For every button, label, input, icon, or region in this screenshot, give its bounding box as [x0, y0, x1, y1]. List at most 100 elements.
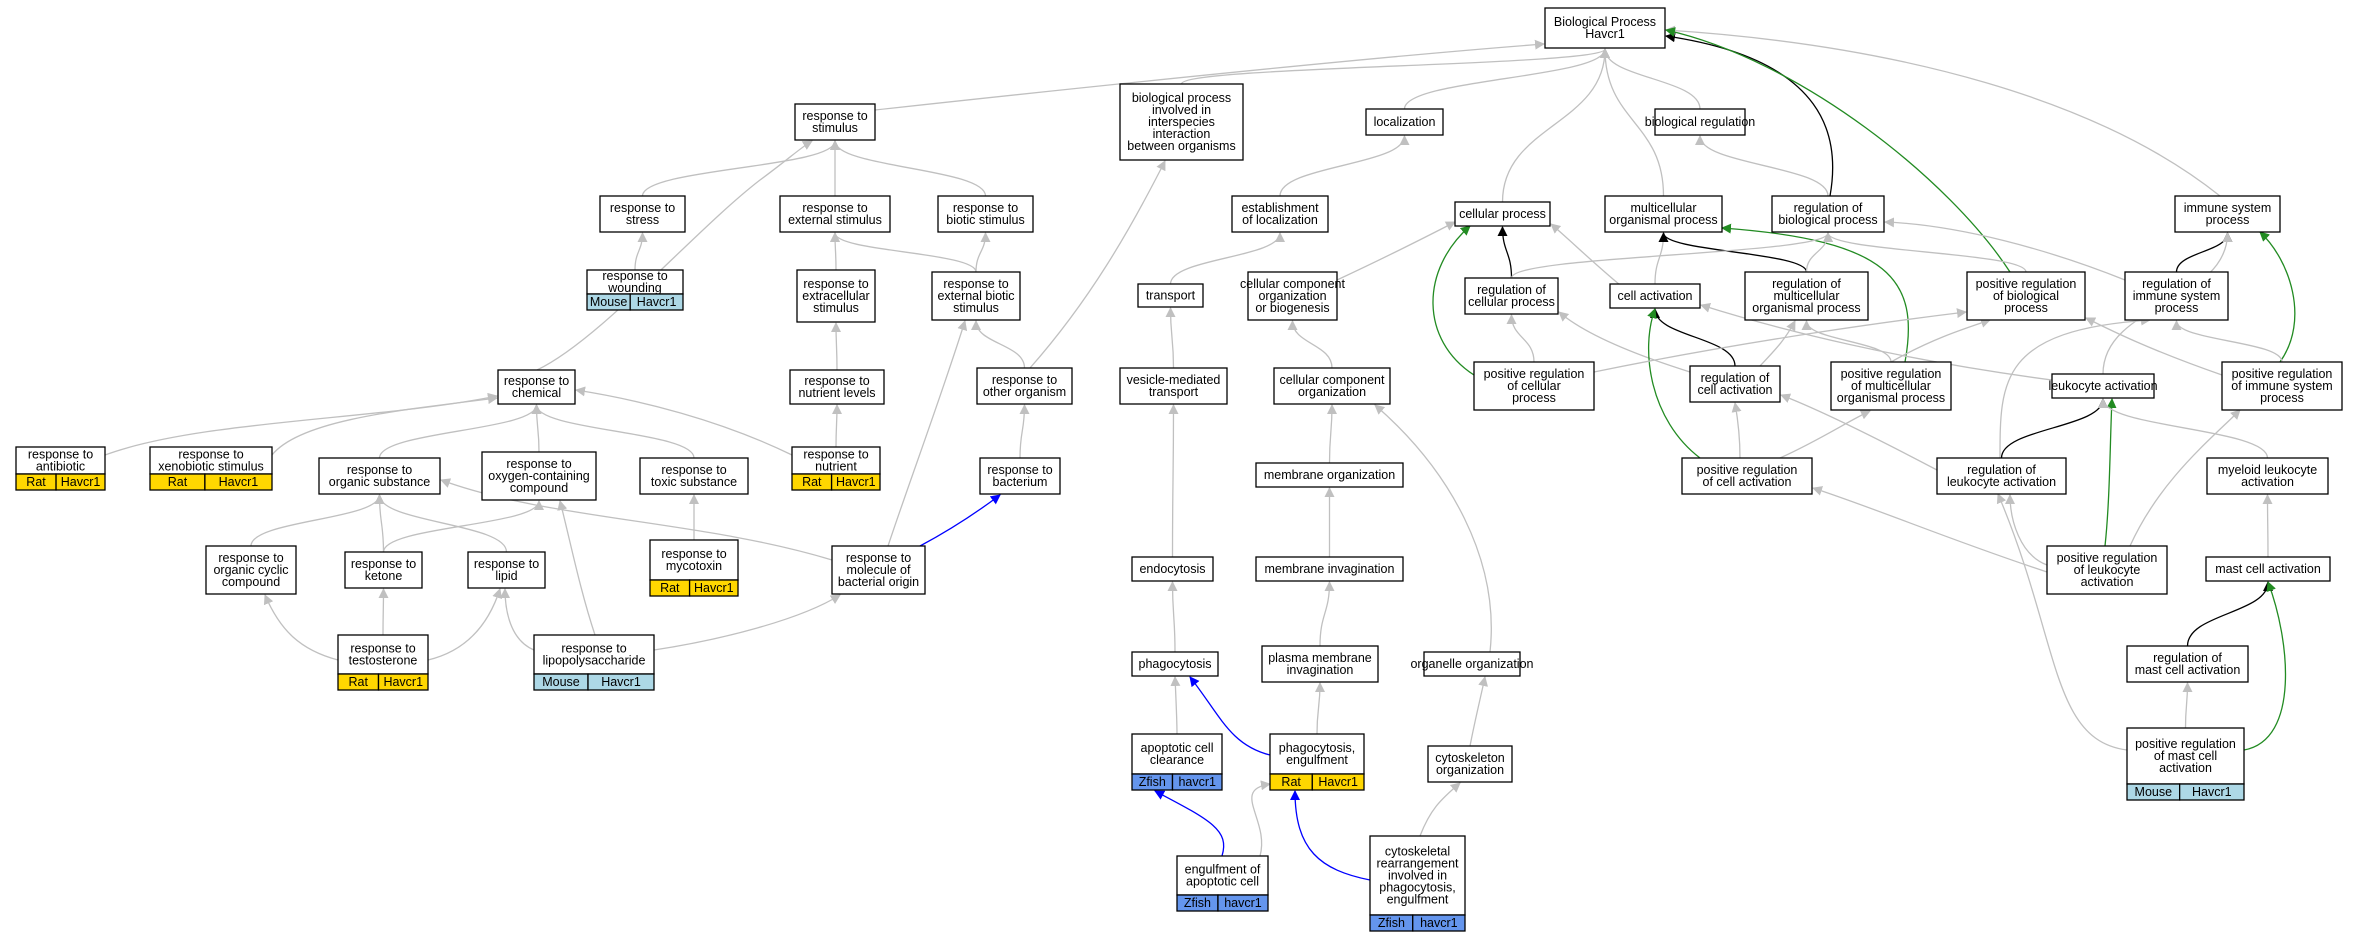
gene-label: Havcr1 [601, 675, 641, 689]
node-box [1464, 277, 1559, 315]
edge-mast_act-to-myeloid [2262, 494, 2273, 558]
node-transport[interactable]: transport [1137, 283, 1204, 308]
node-bio_reg[interactable]: biological regulation [1645, 108, 1756, 136]
node-label-line: process [2206, 213, 2250, 227]
node-label-line: response to [803, 448, 868, 462]
gene-label: havcr1 [1224, 896, 1262, 910]
gene-badge [587, 673, 655, 691]
node-phagocytosis[interactable]: phagocytosis [1131, 651, 1219, 677]
edge-cytoskel_rearr-to-phago_engulf [1290, 790, 1371, 881]
node-label-line: other organism [983, 385, 1066, 399]
edges-layer [104, 25, 2296, 881]
edge-resp_other_org-to-resp_ext_biotic [971, 320, 1026, 369]
node-membrane_inv[interactable]: membrane invagination [1255, 556, 1404, 582]
node-label-line: response to [504, 374, 569, 388]
node-mast_act[interactable]: mast cell activation [2205, 556, 2331, 582]
node-cell_act[interactable]: cell activation [1609, 283, 1701, 309]
gene-badge [1171, 773, 1223, 791]
edge-pos_reg_cell_act-to-cell_act [1647, 308, 1701, 459]
node-localization[interactable]: localization [1365, 108, 1444, 136]
node-label-line: lipopolysaccharide [543, 654, 646, 668]
node-box [1176, 855, 1269, 896]
node-membrane_org[interactable]: membrane organization [1255, 462, 1404, 488]
node-label-line: compound [222, 575, 280, 589]
node-label-line: clearance [1150, 753, 1204, 767]
node-label-line: endocytosis [1139, 562, 1205, 576]
node-label-line: response to [506, 457, 571, 471]
node-label-line: engulfment [1387, 893, 1449, 907]
node-label-line: immune system [2184, 201, 2272, 215]
node-label-line: bacterial origin [838, 575, 919, 589]
node-endocytosis[interactable]: endocytosis [1131, 556, 1214, 582]
node-leuk_act[interactable]: leukocyte activation [2048, 373, 2158, 399]
edge-phago_engulf-to-phagocytosis [1189, 676, 1271, 756]
edge-pos_reg_cell_proc-to-reg_cell_proc [1506, 314, 1535, 363]
node-label-line: response to [178, 448, 243, 462]
node-box [1771, 195, 1885, 233]
edge-cc_org-to-cc_org_bio [1287, 320, 1333, 369]
gene-label: Havcr1 [836, 475, 876, 489]
edge-resp_mol_bact-to-resp_bact [919, 494, 1001, 547]
node-label-line: wounding [607, 281, 662, 295]
node-organelle_org[interactable]: organelle organization [1410, 651, 1534, 677]
node-label-line: regulation of [1794, 201, 1863, 215]
node-cell_proc[interactable]: cellular process [1454, 201, 1551, 227]
gene-label: Havcr1 [1318, 775, 1358, 789]
node-label-line: external stimulus [788, 213, 882, 227]
edge-membrane_org-to-cc_org [1326, 404, 1337, 464]
